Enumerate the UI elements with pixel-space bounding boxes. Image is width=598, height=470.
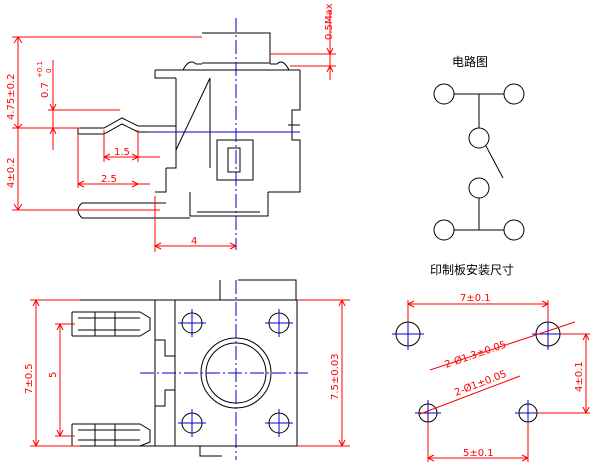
plan-lower-lead xyxy=(72,423,151,447)
pcb-dimension-lines xyxy=(407,300,590,462)
dim-outer-height: 7±0.5 xyxy=(24,363,35,394)
plan-step-upper xyxy=(155,339,175,357)
plan-upper-lead-ticks xyxy=(94,312,116,336)
body-left-edge xyxy=(166,78,177,169)
terminal-3 xyxy=(433,219,455,241)
plan-lower-lead-inner xyxy=(78,429,140,441)
pcb-centerlines xyxy=(392,318,564,426)
switch-pivot xyxy=(468,127,490,149)
circuit-title: 电路图 xyxy=(452,54,488,69)
plan-bottom-tab xyxy=(199,446,222,457)
dim-pcb-right-height: 4±0.1 xyxy=(574,361,585,392)
upper-lead-top xyxy=(78,117,176,129)
plan-lower-lead-ticks xyxy=(94,424,116,446)
top-bus xyxy=(454,93,504,128)
dim-hole-large: 2-Ø1.3±0.05 xyxy=(443,339,508,371)
circuit-diagram xyxy=(433,83,525,241)
front-centerlines xyxy=(150,18,300,250)
dim-width: 4 xyxy=(191,236,197,247)
center-slot xyxy=(227,147,241,173)
front-dimension-lines xyxy=(12,10,336,252)
plan-centerlines xyxy=(140,280,310,460)
front-view xyxy=(77,32,301,219)
right-bump xyxy=(270,61,290,71)
dim-lead-step: 1.5 xyxy=(114,147,130,158)
dim-body-height: 7.5±0.03 xyxy=(330,353,341,400)
upper-lead-bottom xyxy=(77,123,176,135)
center-block xyxy=(216,139,254,181)
switch-contact xyxy=(468,177,490,199)
dim-top-gap: 0.5Max xyxy=(324,3,335,40)
pcb-holes xyxy=(395,321,561,423)
terminal-2 xyxy=(503,83,525,105)
terminal-1 xyxy=(433,83,455,105)
plan-step-lower xyxy=(155,389,175,407)
inner-diagonal xyxy=(175,77,211,151)
dim-height-lower: 4±0.2 xyxy=(6,157,17,188)
dim-height-upper: 4.75±0.2 xyxy=(6,73,17,120)
pcb-title: 印制板安装尺寸 xyxy=(430,262,514,277)
dim-lead-length: 2.5 xyxy=(101,174,117,185)
dim-pcb-bottom-width: 5±0.1 xyxy=(463,448,494,459)
dim-pcb-top-width: 7±0.1 xyxy=(460,293,491,304)
dim-inner-height: 5 xyxy=(48,372,59,378)
body-right-edge xyxy=(268,70,301,193)
terminal-4 xyxy=(503,219,525,241)
dim-offset-small: 0.7 xyxy=(40,82,51,98)
plan-top-right xyxy=(238,279,297,300)
base-bottom xyxy=(189,192,269,217)
base-left xyxy=(155,168,167,193)
left-bump xyxy=(182,61,202,71)
plan-dimension-lines xyxy=(30,299,350,447)
plan-upper-lead xyxy=(72,311,151,337)
switch-lever xyxy=(485,145,504,179)
plan-view xyxy=(71,279,298,457)
flange-left-step xyxy=(154,70,176,79)
dim-offset-tol-minus: 0 xyxy=(45,69,53,73)
plan-upper-lead-inner xyxy=(78,317,140,331)
dim-offset-tol-plus: +0.1 xyxy=(36,61,44,78)
bottom-bus xyxy=(454,198,504,231)
